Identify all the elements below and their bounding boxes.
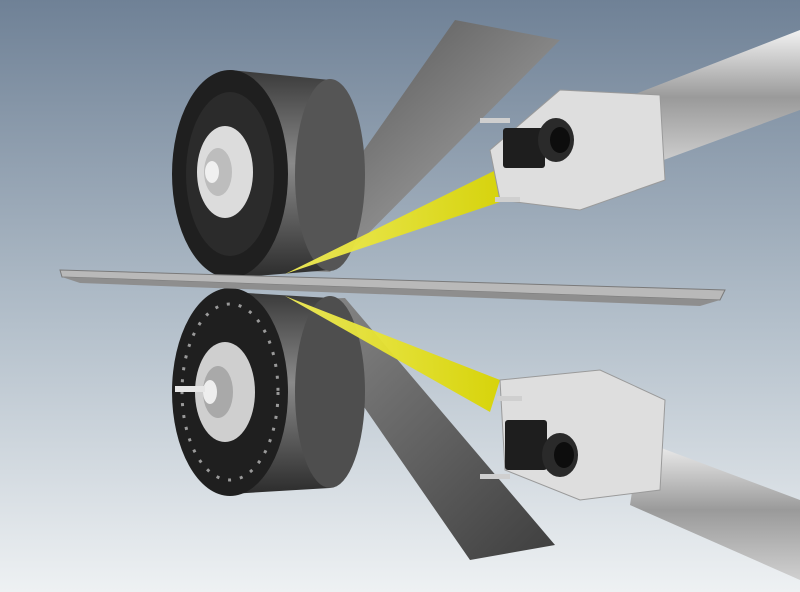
upper-laser-beam xyxy=(285,168,512,274)
upper-roller xyxy=(172,70,365,278)
lower-laser-sensor xyxy=(480,369,800,580)
lower-laser-beam xyxy=(285,296,500,412)
metal-strip-edge xyxy=(62,277,720,306)
upper-laser-sensor xyxy=(480,30,800,211)
lower-roller xyxy=(172,288,365,496)
